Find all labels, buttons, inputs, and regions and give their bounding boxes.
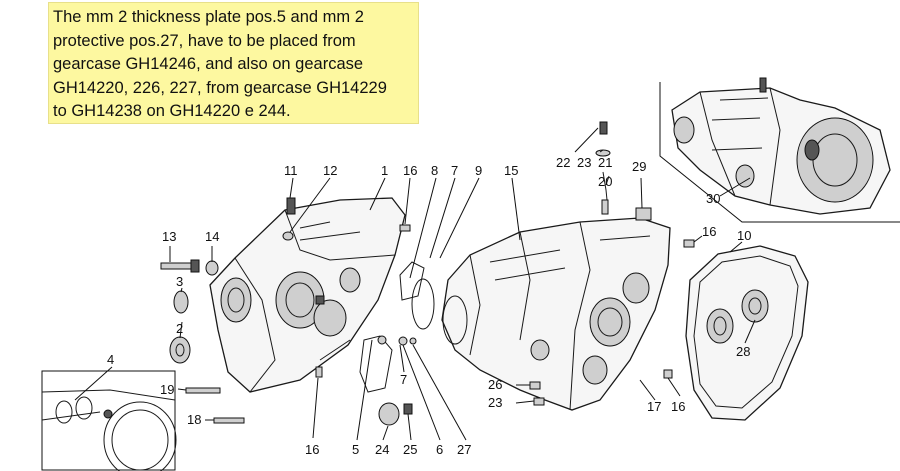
callouts: 11 12 1 16 8 7 9 15 22 23 21 20 29 30 13… (107, 155, 751, 457)
leader-lines (169, 127, 756, 441)
callout-18: 18 (187, 412, 201, 427)
callout-3: 3 (176, 274, 183, 289)
note-box: The mm 2 thickness plate pos.5 and mm 2 … (48, 2, 419, 124)
callout-10: 10 (737, 228, 751, 243)
cover-10 (685, 245, 809, 421)
note-line-5: to GH14238 on GH14220 e 244. (53, 102, 291, 120)
callout-4: 4 (107, 352, 114, 367)
callout-8: 8 (431, 163, 438, 178)
callout-5: 5 (352, 442, 359, 457)
note-line-4: GH14220, 226, 227, from gearcase GH14229 (53, 78, 387, 97)
callout-16: 16 (702, 224, 716, 239)
callout-12: 12 (323, 163, 337, 178)
note-line-2: protective pos.27, have to be placed fro… (53, 31, 356, 50)
callout-23: 23 (577, 155, 591, 170)
callout-2: 2 (176, 321, 183, 336)
callout-16: 16 (671, 399, 685, 414)
callout-11: 11 (284, 163, 298, 178)
callout-9: 9 (475, 163, 482, 178)
callout-24: 24 (375, 442, 389, 457)
callout-19: 19 (160, 382, 174, 397)
callout-16: 16 (305, 442, 319, 457)
detail-inset-4 (41, 366, 177, 471)
callout-17: 17 (647, 399, 661, 414)
callout-25: 25 (403, 442, 417, 457)
left-half-case (209, 197, 406, 393)
callout-22: 22 (556, 155, 570, 170)
note-line-1: The mm 2 thickness plate pos.5 and mm 2 (53, 8, 364, 26)
note-line-3: gearcase GH14246, and also on gearcase (53, 55, 364, 73)
callout-7: 7 (451, 163, 458, 178)
callout-29: 29 (632, 159, 646, 174)
assembled-gearbox-inset (659, 77, 900, 223)
callout-16: 16 (403, 163, 417, 178)
central-housing (441, 217, 671, 411)
callout-14: 14 (205, 229, 219, 244)
small-parts (160, 121, 695, 426)
callout-13: 13 (162, 229, 176, 244)
callout-1: 1 (381, 163, 388, 178)
gasket-8 (399, 261, 425, 301)
callout-20: 20 (598, 174, 612, 189)
callout-15: 15 (504, 163, 518, 178)
callout-23: 23 (488, 395, 502, 410)
callout-30: 30 (706, 191, 720, 206)
callout-7: 7 (400, 372, 407, 387)
callout-28: 28 (736, 344, 750, 359)
callout-27: 27 (457, 442, 471, 457)
callout-6: 6 (436, 442, 443, 457)
callout-26: 26 (488, 377, 502, 392)
callout-21: 21 (598, 155, 612, 170)
